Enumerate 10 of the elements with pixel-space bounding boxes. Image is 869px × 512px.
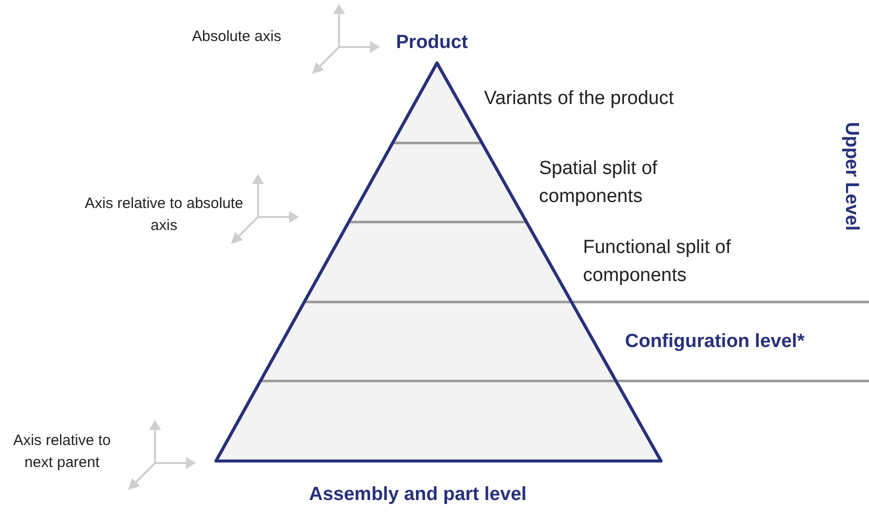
side-level-label: Upper Level xyxy=(840,122,863,231)
axis-label: Axis relative to absolute axis xyxy=(84,194,244,236)
axis-label: Absolute axis xyxy=(192,27,282,47)
level-label: Configuration level* xyxy=(625,330,804,354)
layer-label: Variants of the product xyxy=(484,87,674,111)
axis-label: Axis relative to next parent xyxy=(12,431,112,473)
base-label: Assembly and part level xyxy=(309,483,527,507)
apex-label: Product xyxy=(396,31,468,55)
layer-label: Spatial split of components xyxy=(539,157,658,209)
layer-label: Functional split of components xyxy=(583,236,732,288)
